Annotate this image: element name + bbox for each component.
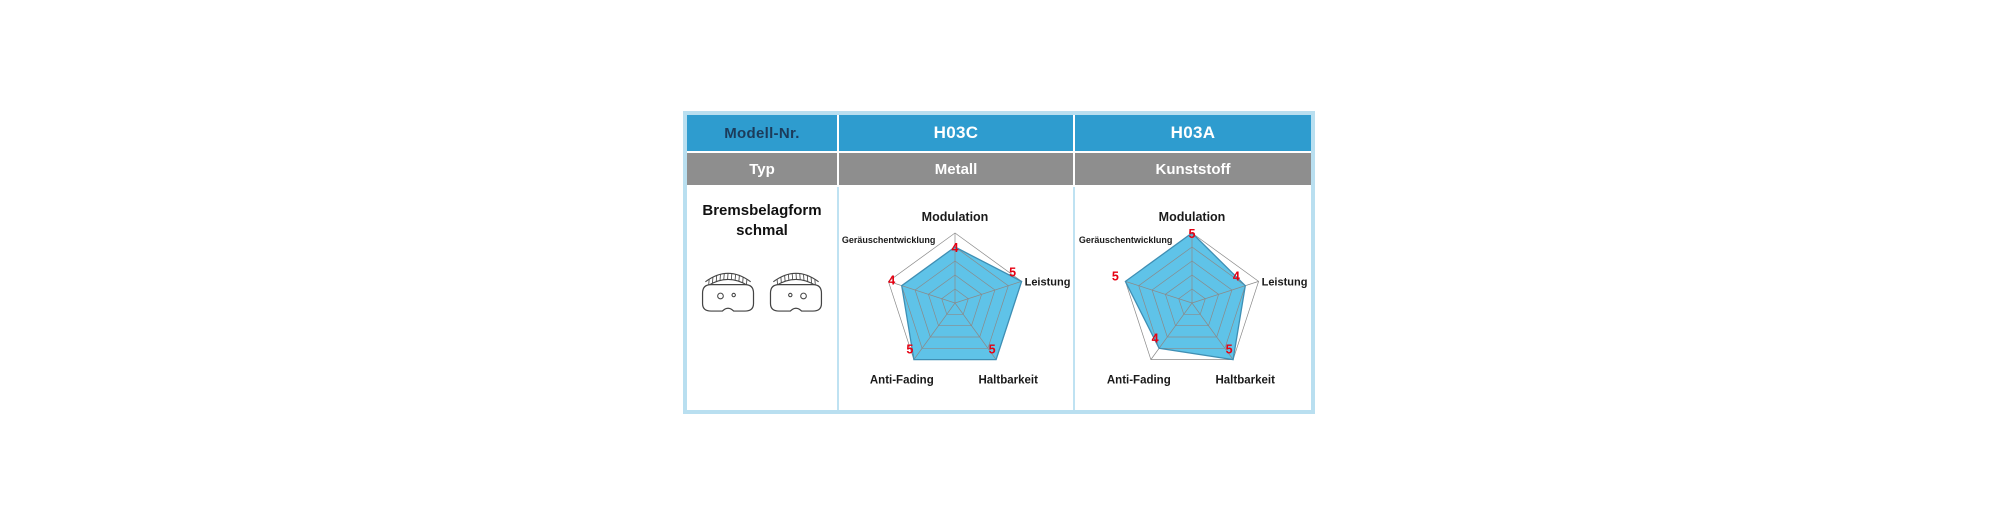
axis-label-4: Geräuschentwicklung <box>842 235 936 245</box>
value-label-1: 4 <box>1233 270 1240 284</box>
value-label-2: 5 <box>1226 343 1233 357</box>
value-label-2: 5 <box>989 343 996 357</box>
axis-label-2: Haltbarkeit <box>978 375 1038 387</box>
value-label-0: 5 <box>1189 227 1196 241</box>
value-label-3: 5 <box>906 343 913 357</box>
axis-label-2: Haltbarkeit <box>1215 375 1275 387</box>
model-h03c-header-cell: H03C <box>839 115 1073 151</box>
axis-label-4: Geräuschentwicklung <box>1079 235 1173 245</box>
brake-pad-spec-card: Modell-Nr. H03C H03A Typ Metall Kunststo… <box>683 111 1315 414</box>
type-metall-cell: Metall <box>839 153 1073 185</box>
brake-pads-illustration <box>701 272 823 312</box>
value-label-4: 5 <box>1112 269 1119 283</box>
axis-label-0: Modulation <box>922 210 989 224</box>
pad-shape-cell: Bremsbelagform schmal <box>687 187 837 410</box>
model-nr-header-cell: Modell-Nr. <box>687 115 837 151</box>
spec-table: Modell-Nr. H03C H03A Typ Metall Kunststo… <box>687 115 1311 410</box>
value-label-3: 4 <box>1152 331 1159 345</box>
axis-label-1: Leistung <box>1025 276 1071 288</box>
pad-title-line1: Bremsbelagform <box>702 202 822 219</box>
pad-shape-title: Bremsbelagform schmal <box>702 201 821 240</box>
axis-label-3: Anti-Fading <box>1107 375 1171 387</box>
axis-label-0: Modulation <box>1159 210 1226 224</box>
value-label-0: 4 <box>952 241 959 255</box>
type-label-cell: Typ <box>687 153 837 185</box>
axis-label-3: Anti-Fading <box>870 375 934 387</box>
value-label-1: 5 <box>1009 265 1016 279</box>
value-label-4: 4 <box>888 274 895 288</box>
type-kunststoff-cell: Kunststoff <box>1075 153 1311 185</box>
axis-label-1: Leistung <box>1262 276 1308 288</box>
pad-title-line2: schmal <box>736 221 788 239</box>
model-h03a-header-cell: H03A <box>1075 115 1311 151</box>
